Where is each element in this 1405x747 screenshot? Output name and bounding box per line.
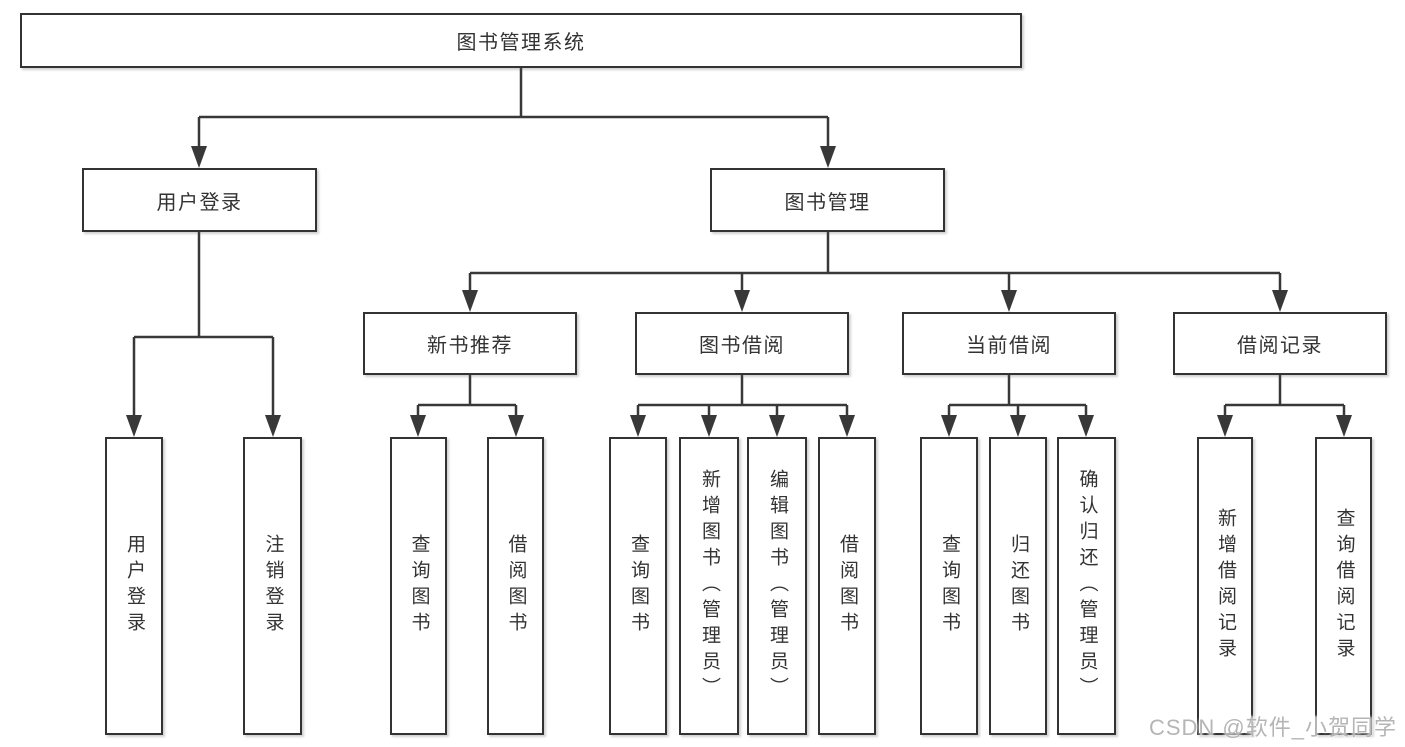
node-label: 查询借阅记录 — [1333, 508, 1355, 664]
node-label: 图书管理 — [784, 191, 871, 214]
node-label: 新增图书（管理员） — [698, 469, 720, 703]
leaf-cb-return-books: 归还图书 — [989, 437, 1047, 735]
node-label: 图书管理系统 — [456, 32, 586, 54]
node-label: 注销登录 — [262, 534, 284, 638]
node-book-management: 图书管理 — [710, 168, 945, 232]
leaf-bb-add-books-admin: 新增图书（管理员） — [679, 437, 739, 735]
node-label: 借阅图书 — [505, 534, 527, 638]
node-label: 查询图书 — [408, 534, 430, 638]
node-label: 编辑图书（管理员） — [766, 469, 788, 703]
leaf-bb-borrow-books: 借阅图书 — [818, 437, 876, 735]
node-label: 确认归还（管理员） — [1076, 469, 1098, 703]
node-borrowing-records: 借阅记录 — [1173, 312, 1387, 375]
node-label: 归还图书 — [1007, 534, 1029, 638]
node-label: 图书借阅 — [699, 335, 785, 357]
leaf-br-query-record: 查询借阅记录 — [1315, 437, 1372, 735]
node-user-login: 用户登录 — [82, 168, 317, 232]
watermark: CSDN @软件_小贺同学 — [1148, 715, 1397, 740]
leaf-bb-edit-books-admin: 编辑图书（管理员） — [747, 437, 807, 735]
node-label: 查询图书 — [627, 534, 649, 638]
node-label: 查询图书 — [938, 534, 960, 638]
leaf-cb-confirm-return-admin: 确认归还（管理员） — [1057, 437, 1116, 735]
node-label: 借阅记录 — [1237, 335, 1323, 357]
leaf-bb-query-books: 查询图书 — [609, 437, 667, 735]
leaf-user-login: 用户登录 — [105, 437, 163, 735]
node-label: 用户登录 — [156, 191, 243, 214]
leaf-logout: 注销登录 — [243, 437, 302, 735]
node-root: 图书管理系统 — [20, 13, 1022, 68]
node-current-borrowing: 当前借阅 — [902, 312, 1116, 375]
node-new-book-recommend: 新书推荐 — [363, 312, 577, 375]
leaf-br-add-record: 新增借阅记录 — [1197, 437, 1253, 735]
node-book-borrowing: 图书借阅 — [635, 312, 849, 375]
node-label: 用户登录 — [123, 534, 145, 638]
node-label: 新书推荐 — [427, 335, 513, 357]
node-label: 新增借阅记录 — [1214, 508, 1236, 664]
node-label: 当前借阅 — [966, 335, 1052, 357]
leaf-cb-query-books: 查询图书 — [920, 437, 978, 735]
leaf-nb-borrow-books: 借阅图书 — [487, 437, 544, 735]
leaf-nb-query-books: 查询图书 — [390, 437, 447, 735]
node-label: 借阅图书 — [836, 534, 858, 638]
